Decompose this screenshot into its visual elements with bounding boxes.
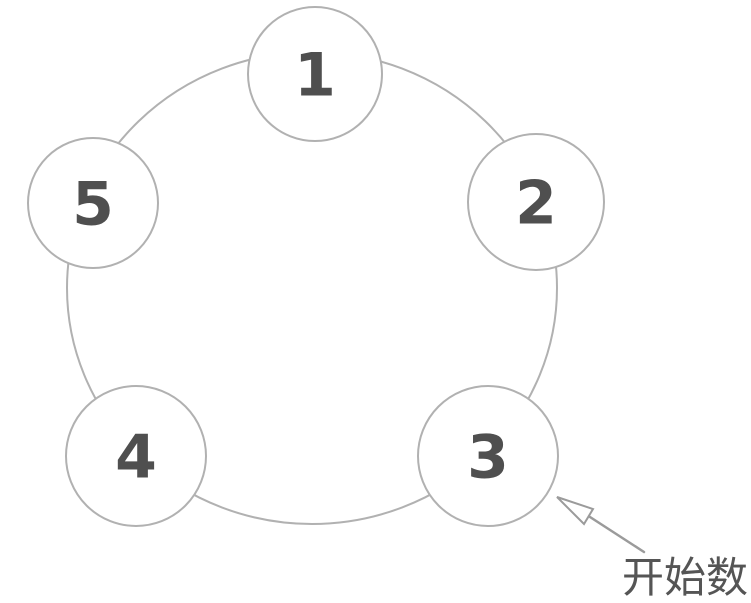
node-circle-4 bbox=[65, 385, 207, 527]
node-group: 1 2 3 4 5 bbox=[27, 6, 605, 527]
annotation-label: 开始数 bbox=[622, 553, 748, 602]
node-label-2: 2 bbox=[515, 169, 557, 239]
pointer-arrow bbox=[556, 496, 646, 554]
node-label-4: 4 bbox=[115, 423, 157, 493]
node-circle-1 bbox=[247, 6, 383, 142]
arrow-shaft bbox=[588, 515, 646, 554]
node-label-5: 5 bbox=[72, 170, 114, 240]
node-label-1: 1 bbox=[294, 41, 336, 111]
node-label-3: 3 bbox=[467, 423, 509, 493]
node-circle-5 bbox=[27, 137, 159, 269]
node-circle-3 bbox=[417, 385, 559, 527]
node-circle-2 bbox=[467, 133, 605, 271]
arrow-head-icon bbox=[556, 496, 595, 526]
